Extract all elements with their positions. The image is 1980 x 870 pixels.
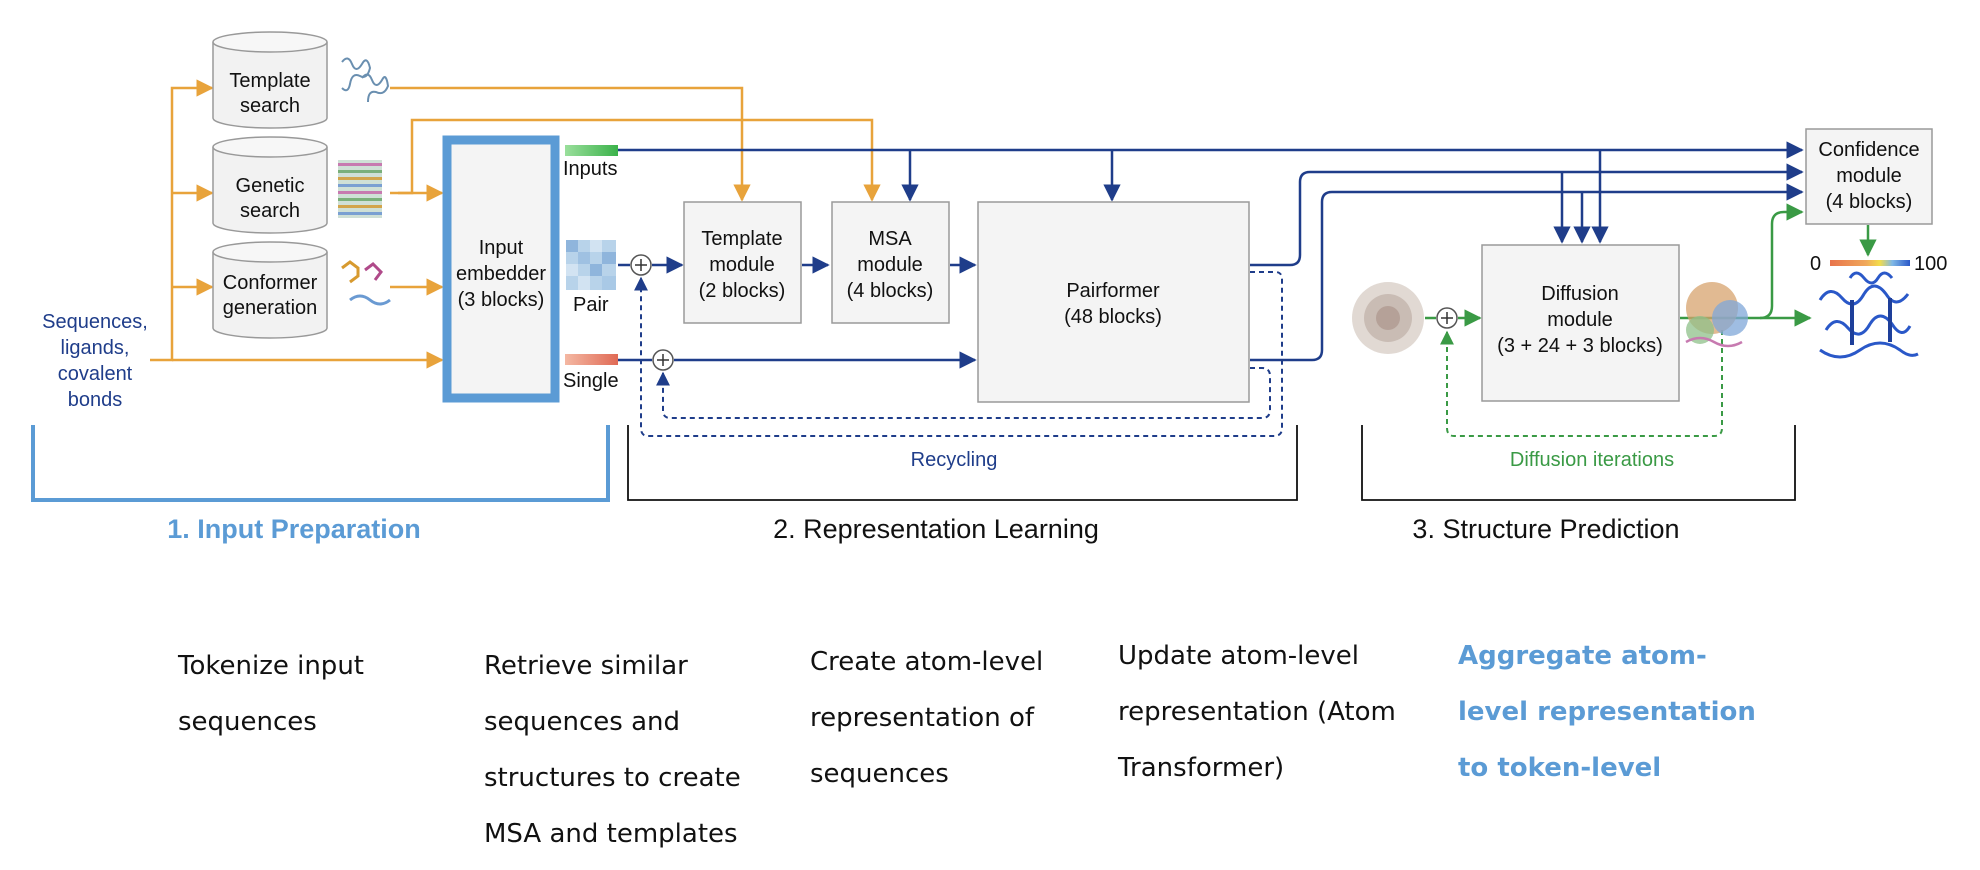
molecule-icon — [341, 260, 391, 306]
input-embedder-line3: (3 blocks) — [458, 289, 545, 311]
pair-stream-label: Pair — [573, 294, 609, 316]
inputs-stream-label: Inputs — [563, 158, 617, 180]
conformer-line1: Conformer — [223, 272, 318, 294]
genetic-search-line1: Genetic — [236, 175, 305, 197]
conformer-generation-db: Conformer generation — [212, 241, 328, 339]
diffusion-iterations-label: Diffusion iterations — [1510, 449, 1674, 471]
msa-alignment-icon — [338, 160, 382, 218]
structure-prediction-title: 3. Structure Prediction — [1412, 514, 1679, 544]
conformer-line2: generation — [223, 297, 318, 319]
pairformer-module: Pairformer(48 blocks) — [977, 201, 1250, 403]
structure-prediction-bracket — [1361, 425, 1796, 501]
template-search-db: Template search — [212, 31, 328, 129]
input-preparation-title: 1. Input Preparation — [167, 514, 421, 544]
template-search-line2: search — [240, 95, 300, 117]
svg-text:Pairformer(48 blocks): Pairformer(48 blocks) — [1064, 280, 1162, 328]
final-structure-image — [1818, 271, 1919, 359]
single-add-node — [652, 349, 674, 371]
recycling-loop — [634, 271, 1283, 437]
representation-learning-bracket — [627, 425, 1298, 501]
input-embedder: Input embedder (3 blocks) — [442, 135, 560, 403]
template-search-line1: Template — [229, 70, 310, 92]
genetic-search-db: Genetic search — [212, 136, 328, 234]
protein-structure-icon — [341, 57, 390, 103]
single-representation-bar — [565, 354, 618, 365]
input-preparation-bracket — [31, 425, 610, 502]
input-connectors — [150, 79, 881, 369]
input-embedder-line1: Input — [479, 237, 524, 259]
predicted-structure-image — [1685, 282, 1748, 348]
noise-cloud-image — [1352, 282, 1424, 354]
confidence-scale-min: 0 — [1810, 253, 1821, 275]
confidence-scale-max: 100 — [1914, 253, 1947, 275]
pair-representation-grid — [566, 240, 616, 290]
representation-connectors — [618, 141, 1804, 369]
single-stream-label: Single — [563, 370, 619, 392]
input-embedder-line2: embedder — [456, 263, 546, 285]
inputs-representation-bar — [565, 145, 618, 156]
representation-learning-title: 2. Representation Learning — [773, 514, 1099, 544]
pair-add-node — [630, 254, 652, 276]
diffusion-iterations-loop — [1440, 330, 1723, 437]
recycling-label: Recycling — [911, 449, 998, 471]
confidence-scale-bar — [1830, 260, 1910, 266]
noise-add-node — [1436, 307, 1458, 329]
genetic-search-line2: search — [240, 200, 300, 222]
